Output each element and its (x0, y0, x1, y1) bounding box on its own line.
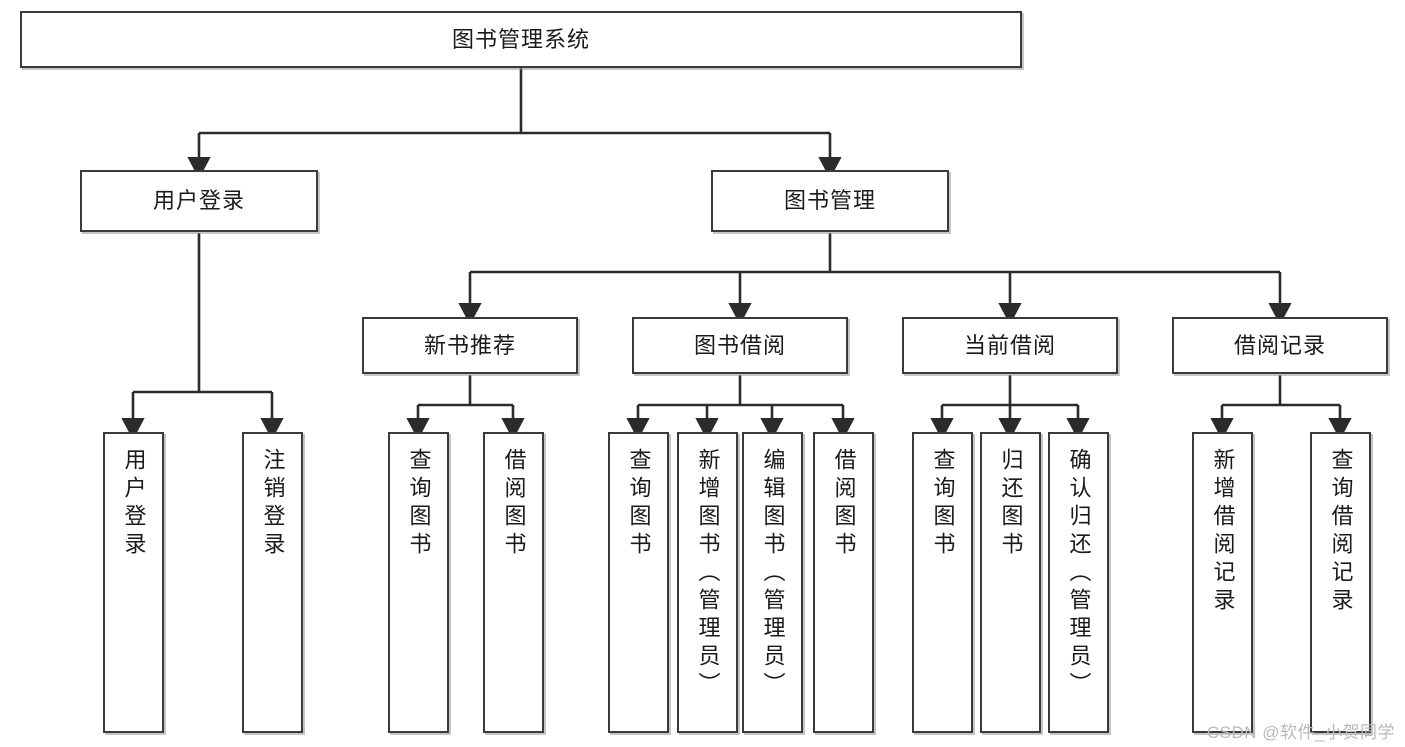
node-leaf-add-record[interactable]: 新增借阅记录 (1192, 432, 1253, 733)
node-leaf-user-login[interactable]: 用户登录 (103, 432, 164, 733)
node-leaf-query-book-2-label: 查询图书 (626, 448, 652, 560)
node-leaf-user-logout[interactable]: 注销登录 (242, 432, 303, 733)
node-book-manage-label: 图书管理 (783, 188, 876, 214)
node-leaf-query-book-2[interactable]: 查询图书 (608, 432, 669, 733)
node-root-label: 图书管理系统 (451, 26, 590, 52)
node-user-login-label: 用户登录 (152, 188, 245, 214)
node-leaf-user-logout-label: 注销登录 (260, 448, 286, 560)
node-current-borrow[interactable]: 当前借阅 (902, 317, 1118, 374)
node-leaf-query-book-1-label: 查询图书 (406, 448, 432, 560)
node-new-book-recommend[interactable]: 新书推荐 (362, 317, 578, 374)
node-user-login[interactable]: 用户登录 (80, 170, 318, 232)
node-leaf-add-record-label: 新增借阅记录 (1210, 448, 1236, 616)
node-new-book-recommend-label: 新书推荐 (423, 332, 516, 358)
node-leaf-query-record-label: 查询借阅记录 (1328, 448, 1354, 616)
node-book-manage[interactable]: 图书管理 (711, 170, 949, 232)
node-leaf-add-book[interactable]: 新增图书（管理员） (677, 432, 738, 733)
node-leaf-query-book-1[interactable]: 查询图书 (388, 432, 449, 733)
node-leaf-edit-book[interactable]: 编辑图书（管理员） (742, 432, 803, 733)
node-leaf-borrow-book-1[interactable]: 借阅图书 (483, 432, 544, 733)
node-leaf-edit-book-label: 编辑图书（管理员） (760, 448, 786, 700)
node-leaf-query-book-3-label: 查询图书 (930, 448, 956, 560)
node-book-borrow[interactable]: 图书借阅 (632, 317, 848, 374)
node-leaf-borrow-book-2-label: 借阅图书 (831, 448, 857, 560)
node-leaf-borrow-book-2[interactable]: 借阅图书 (813, 432, 874, 733)
node-leaf-user-login-label: 用户登录 (121, 448, 147, 560)
node-leaf-add-book-label: 新增图书（管理员） (695, 448, 721, 700)
node-leaf-confirm-return-label: 确认归还（管理员） (1066, 448, 1092, 700)
node-current-borrow-label: 当前借阅 (963, 332, 1056, 358)
watermark: CSDN @软件_小贺同学 (1206, 723, 1395, 742)
node-borrow-record-label: 借阅记录 (1233, 332, 1326, 358)
node-leaf-confirm-return[interactable]: 确认归还（管理员） (1048, 432, 1109, 733)
node-borrow-record[interactable]: 借阅记录 (1172, 317, 1388, 374)
node-leaf-borrow-book-1-label: 借阅图书 (501, 448, 527, 560)
node-leaf-query-book-3[interactable]: 查询图书 (912, 432, 973, 733)
node-leaf-return-book-label: 归还图书 (998, 448, 1024, 560)
node-root[interactable]: 图书管理系统 (20, 11, 1022, 68)
node-leaf-return-book[interactable]: 归还图书 (980, 432, 1041, 733)
node-leaf-query-record[interactable]: 查询借阅记录 (1310, 432, 1371, 733)
node-book-borrow-label: 图书借阅 (693, 332, 786, 358)
